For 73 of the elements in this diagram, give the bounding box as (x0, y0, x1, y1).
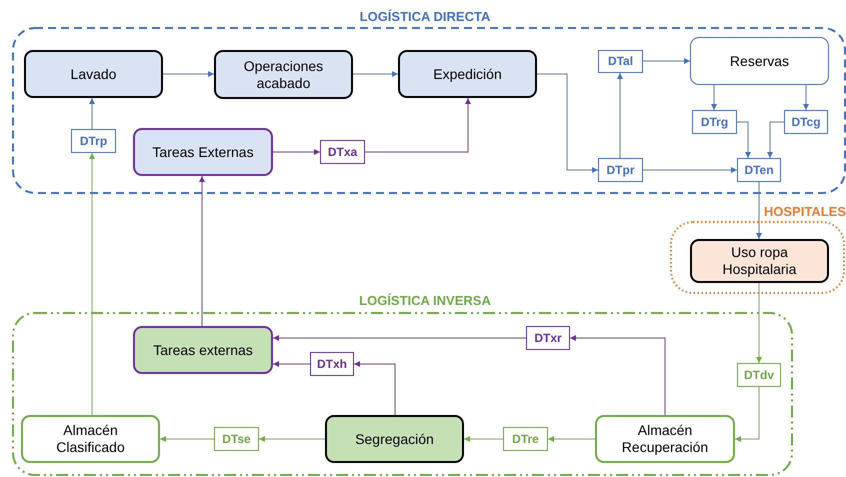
process-box (690, 239, 829, 283)
arrow (756, 282, 762, 364)
group-title: LOGÍSTICA INVERSA (359, 292, 491, 310)
box-label: Tareas externas (153, 342, 253, 358)
arrow (464, 436, 504, 442)
arrow (272, 149, 320, 155)
tag-label: DTdv (744, 368, 774, 382)
data-tag-box (214, 427, 259, 451)
arrow (354, 361, 396, 416)
arrow (736, 122, 751, 158)
tag-label: DTxh (317, 356, 347, 372)
tag-label: DTen (744, 162, 774, 178)
data-tag-box (737, 363, 781, 387)
arrow (258, 436, 326, 442)
arrow (89, 152, 95, 416)
data-tag-box (598, 50, 643, 73)
arrow (756, 182, 762, 240)
box-label: Expedición (433, 66, 502, 82)
tag-label: DTrp (80, 134, 108, 148)
arrow (548, 436, 596, 442)
process-box (214, 50, 353, 99)
tag-label: DTxa (328, 144, 358, 160)
data-tag-box (320, 140, 365, 164)
data-tag-box (503, 427, 548, 451)
process-box (24, 50, 163, 98)
process-box (325, 415, 464, 463)
tag-label: DTre (512, 432, 539, 446)
box-label: Uso ropa Hospitalaria (722, 244, 798, 278)
arrow (89, 98, 95, 130)
arrow (711, 84, 717, 110)
arrow (272, 335, 526, 341)
arrow (767, 122, 784, 158)
data-tag-box (692, 110, 737, 134)
process-box (133, 128, 273, 176)
arrow (734, 386, 760, 442)
arrow (642, 58, 690, 64)
tag-label: DTrg (700, 114, 728, 130)
process-box (398, 50, 537, 98)
process-box (690, 37, 829, 85)
arrow (160, 436, 214, 442)
data-tag-box (737, 158, 781, 182)
box-label: Almacén Clasificado (55, 422, 126, 456)
box-label: Lavado (70, 66, 116, 82)
process-box (21, 415, 160, 463)
box-label: Tareas Externas (152, 144, 254, 160)
group-title: HOSPITALES (764, 203, 846, 221)
arrow (617, 72, 623, 158)
arrow (364, 98, 471, 152)
arrow (570, 335, 666, 416)
arrow (536, 74, 598, 173)
group-title: LOGÍSTICA DIRECTA (360, 8, 490, 26)
arrow (199, 176, 205, 326)
box-label: Operaciones acabado (242, 58, 324, 92)
arrow (272, 361, 310, 367)
arrow (803, 84, 809, 110)
tag-label: DTpr (606, 162, 634, 178)
process-box (133, 326, 273, 374)
box-label: Almacén Recuperación (620, 422, 710, 456)
data-tag-box (598, 158, 643, 182)
process-box (595, 415, 735, 463)
tag-label: DTxr (534, 330, 562, 346)
tag-label: DTcg (791, 114, 821, 130)
arrow (642, 167, 738, 173)
data-tag-box (310, 352, 354, 376)
tag-label: DTse (222, 432, 251, 446)
arrow (352, 71, 398, 77)
arrow (162, 71, 214, 77)
data-tag-box (71, 129, 116, 153)
tag-label: DTal (608, 54, 634, 69)
box-label: Segregación (355, 430, 434, 448)
data-tag-box (784, 110, 828, 134)
box-label: Reservas (730, 52, 790, 70)
data-tag-box (526, 326, 570, 350)
